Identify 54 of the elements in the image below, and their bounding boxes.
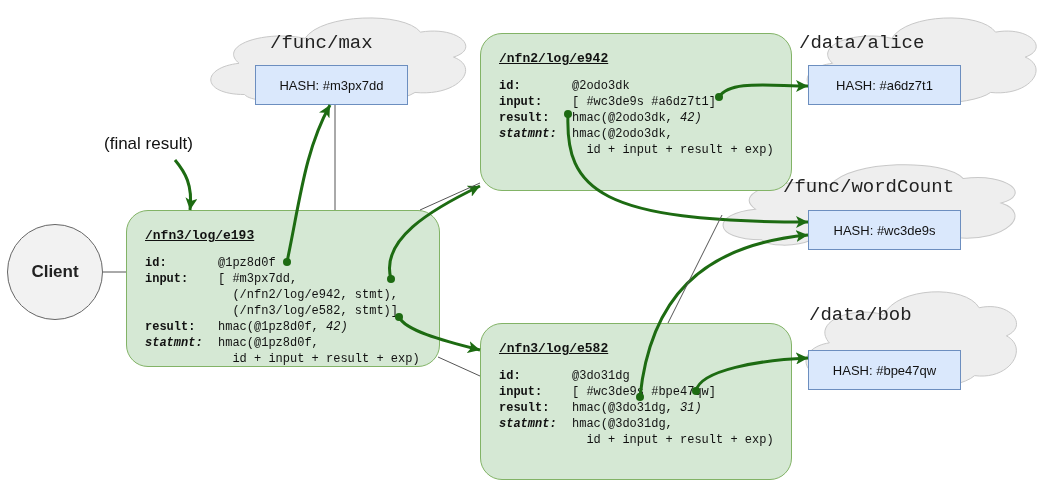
hash-box	[808, 210, 961, 250]
log-entry-box	[126, 210, 440, 367]
arrow	[636, 230, 809, 401]
field-label: result:	[145, 319, 197, 335]
field-value: @1pz8d0f	[218, 255, 277, 271]
field-value: @3do31dg	[572, 368, 631, 384]
cloud-path-label: /data/bob	[809, 304, 912, 326]
field-label: input:	[499, 384, 544, 400]
hash-label: HASH: #a6dz7t1	[836, 77, 933, 93]
field-label: id:	[145, 255, 168, 271]
field-value: @2odo3dk	[572, 78, 631, 94]
connector-line	[419, 182, 481, 211]
field-label: result:	[499, 110, 551, 126]
log-path-title: /nfn3/log/e193	[145, 228, 255, 243]
field-value: hmac(@2odo3dk, 42)	[572, 110, 703, 126]
field-value: hmac(@3do31dg, 31)	[572, 400, 703, 416]
cloud-path-label: /data/alice	[799, 32, 925, 54]
field-label: id:	[499, 368, 522, 384]
cloud-path-label: /func/max	[270, 32, 373, 54]
connector-line	[102, 271, 127, 273]
hash-label: HASH: #m3px7dd	[279, 77, 384, 93]
connector-line	[437, 356, 481, 377]
arrow	[564, 110, 808, 228]
arrow	[283, 104, 332, 266]
arrow	[692, 352, 809, 395]
field-value: hmac(@1pz8d0f, 42)	[218, 319, 349, 335]
client-label: Client	[31, 262, 79, 282]
field-label: input:	[499, 94, 544, 110]
cloud-path-label: /func/wordCount	[783, 176, 955, 198]
field-value: hmac(@1pz8d0f, id + input + result + exp)	[218, 335, 421, 367]
hash-label: HASH: #bpe47qw	[832, 362, 937, 378]
annotation-text: (final result)	[104, 134, 193, 153]
log-path-title: /nfn2/log/e942	[499, 51, 609, 66]
connector-line	[667, 214, 723, 324]
arrow	[387, 184, 481, 283]
field-label: result:	[499, 400, 551, 416]
field-value: hmac(@2odo3dk, id + input + result + exp)	[572, 126, 775, 158]
field-label: input:	[145, 271, 190, 288]
field-value: [ #wc3de9s #a6dz7t1]	[572, 94, 718, 110]
field-label: statmnt:	[499, 416, 558, 433]
field-label: statmnt:	[499, 126, 558, 143]
field-label: statmnt:	[145, 335, 204, 352]
log-entry-box	[480, 323, 792, 480]
arrow	[395, 313, 481, 353]
field-value: hmac(@3do31dg, id + input + result + exp)	[572, 416, 775, 448]
arrow	[173, 159, 197, 211]
arrow	[715, 79, 808, 101]
hash-box	[808, 350, 961, 390]
connector-line	[334, 104, 336, 211]
hash-box	[255, 65, 408, 105]
hash-label: HASH: #wc3de9s	[833, 222, 936, 238]
hash-box	[808, 65, 961, 105]
field-label: id:	[499, 78, 522, 94]
log-path-title: /nfn3/log/e582	[499, 341, 609, 356]
